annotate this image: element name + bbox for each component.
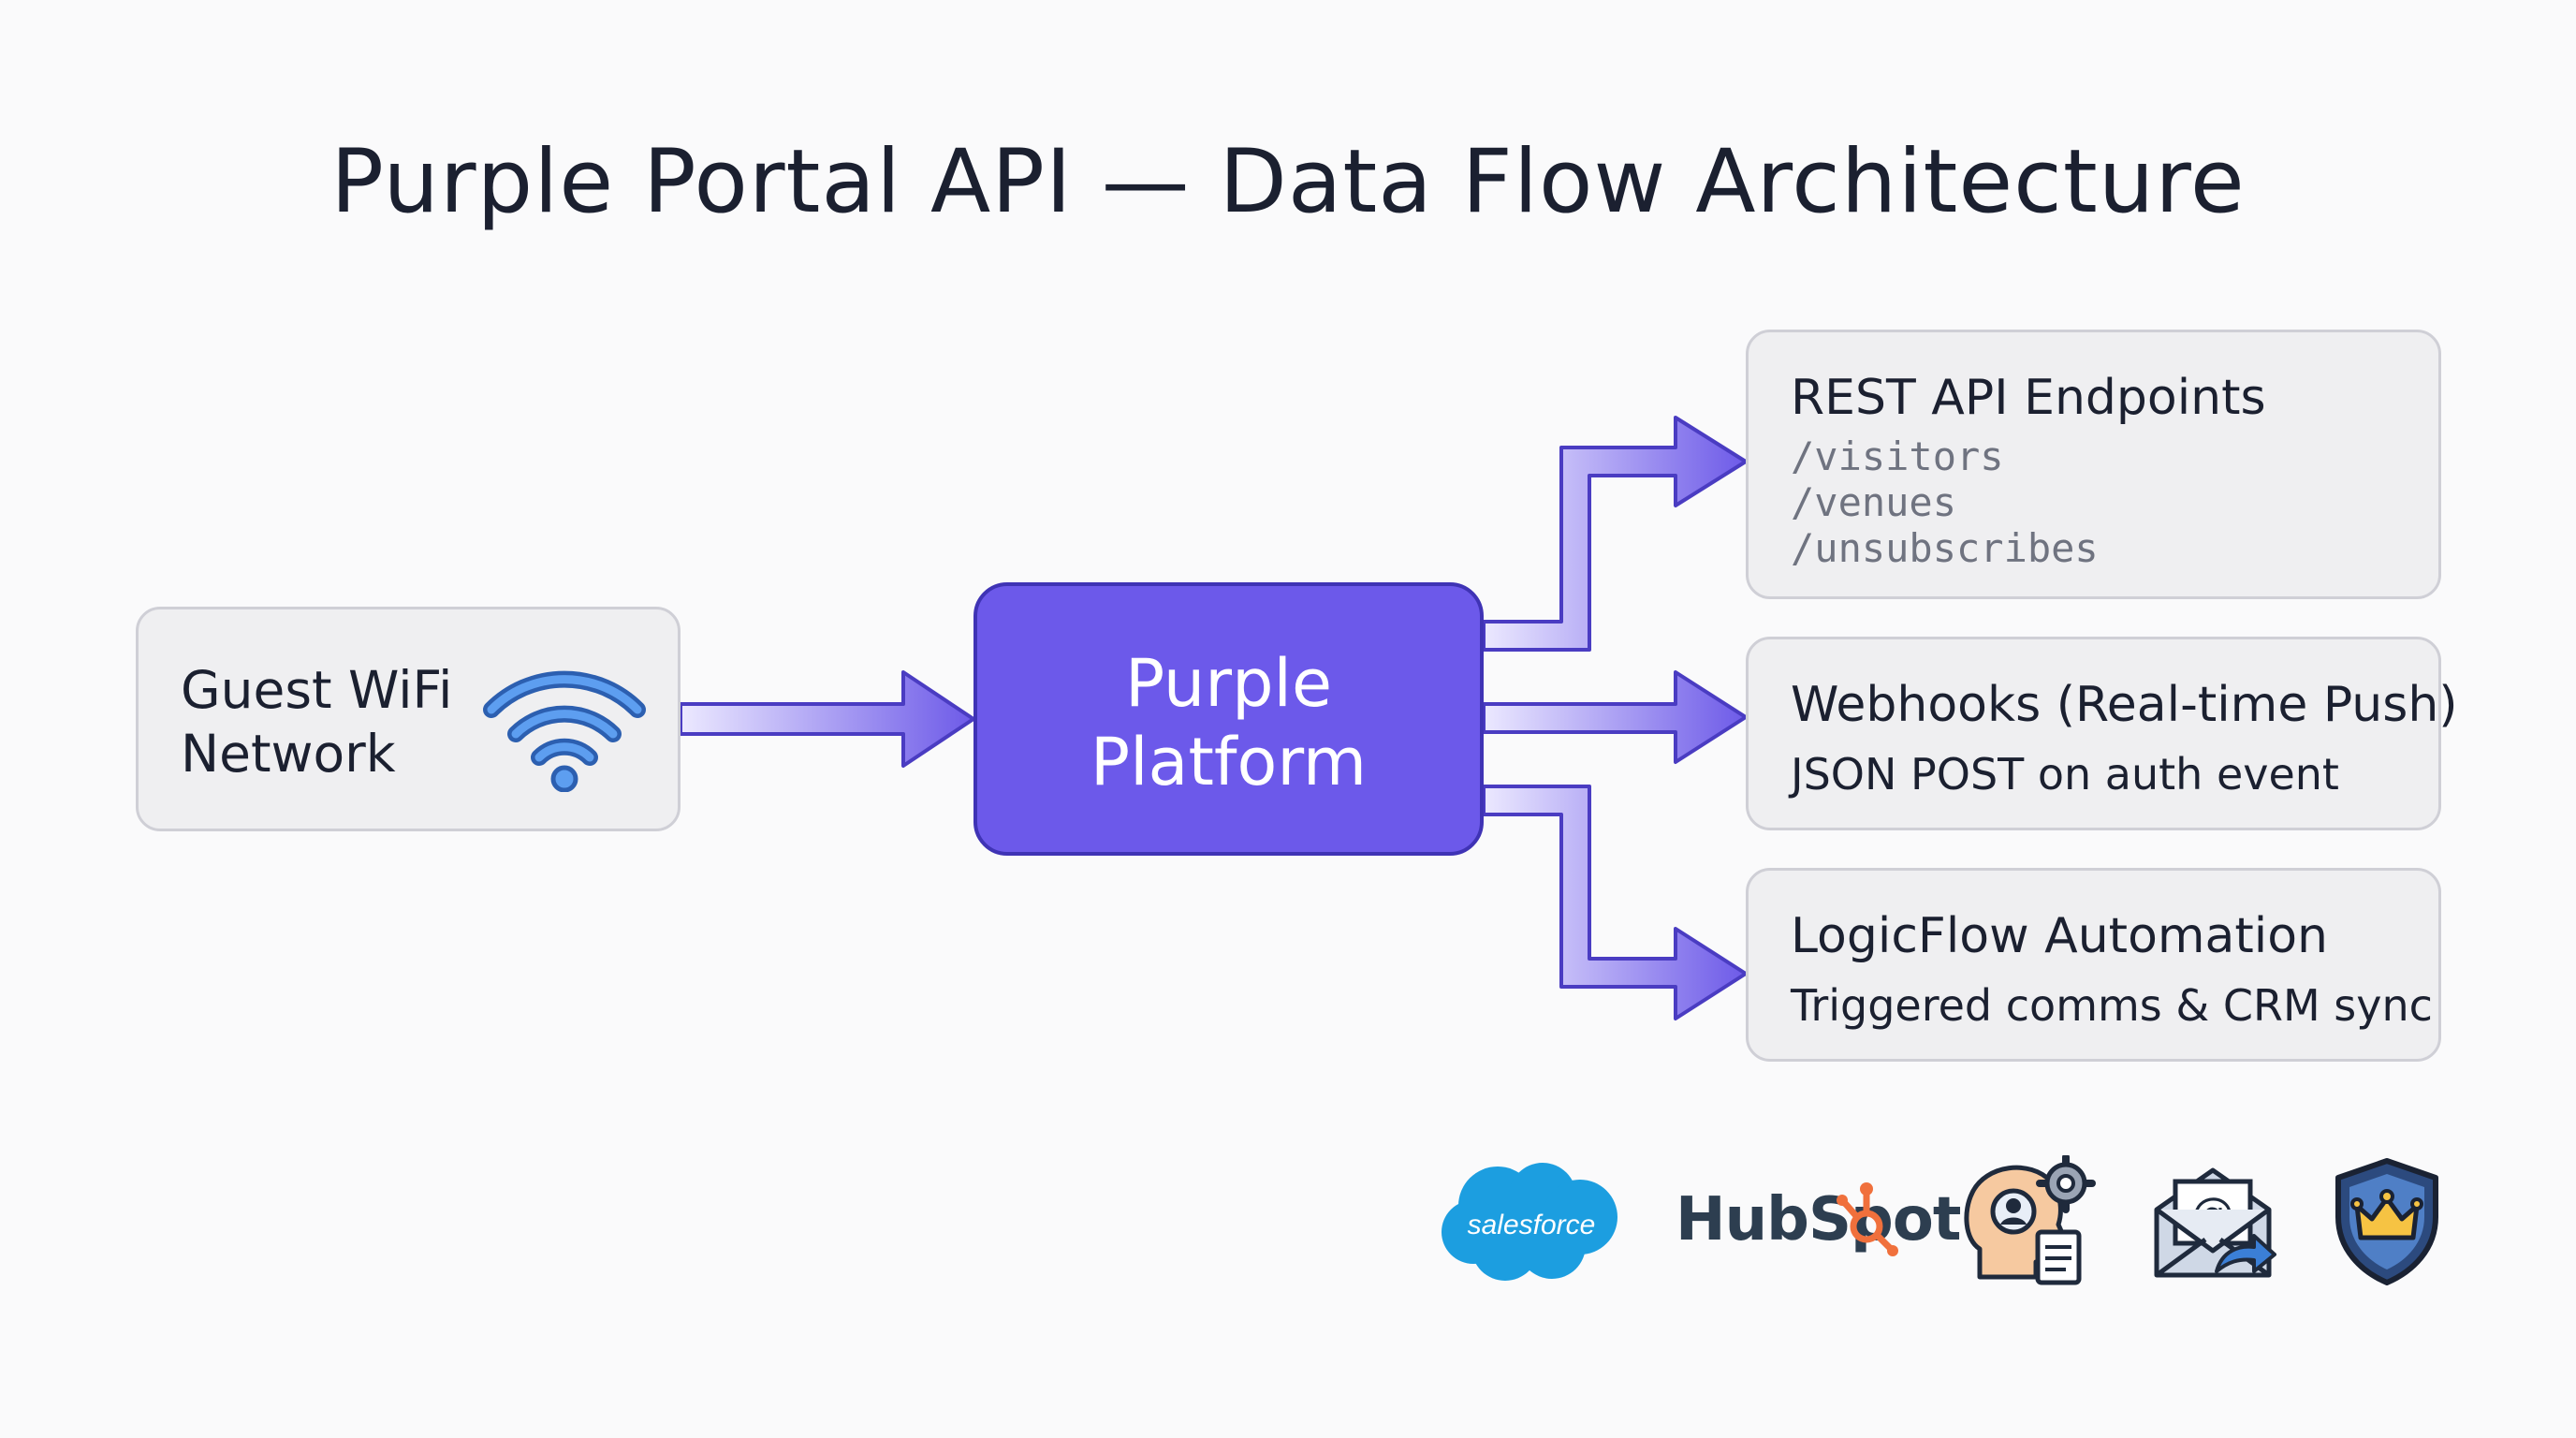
webhooks-node: Webhooks (Real-time Push) JSON POST on a… <box>1746 637 2458 830</box>
arrow-platform-to-logicflow <box>1482 785 1748 1020</box>
page-title: Purple Portal API — Data Flow Architectu… <box>330 131 2246 233</box>
arrow-platform-to-rest <box>1482 416 1748 652</box>
arrow-platform-to-webhooks <box>1482 670 1748 764</box>
hubspot-sprocket-icon <box>1837 1182 1898 1256</box>
endpoint-list: /visitors /venues /unsubscribes <box>1791 433 2099 571</box>
hubspot-text: HubSpot <box>1676 1185 1961 1255</box>
guest-wifi-label: Guest WiFi Network <box>181 658 452 785</box>
endpoint-unsubscribes: /unsubscribes <box>1791 525 2099 571</box>
platform-label-line1: Purple <box>1124 645 1333 722</box>
webhooks-title: Webhooks (Real-time Push) <box>1791 677 2458 733</box>
wifi-icon <box>483 670 646 792</box>
rest-api-title: REST API Endpoints <box>1791 370 2266 426</box>
platform-label-line2: Platform <box>1090 724 1368 800</box>
salesforce-cloud-icon: salesforce <box>1442 1163 1617 1281</box>
arrow-wifi-to-platform <box>679 670 975 768</box>
guest-wifi-node: Guest WiFi Network <box>136 607 681 831</box>
hubspot-logo: HubSpot <box>1676 1185 1961 1255</box>
rest-api-node: REST API Endpoints /visitors /venues /un… <box>1746 330 2441 599</box>
endpoint-venues: /venues <box>1791 479 1957 525</box>
shield-crown-icon <box>2335 1158 2438 1285</box>
logicflow-title: LogicFlow Automation <box>1791 908 2329 964</box>
logicflow-subtitle: Triggered comms & CRM sync <box>1791 980 2433 1031</box>
endpoint-visitors: /visitors <box>1791 433 2004 479</box>
user-profile-gear-icon <box>1964 1155 2096 1285</box>
salesforce-text: salesforce <box>1468 1210 1596 1240</box>
guest-wifi-label-line2: Network <box>181 724 396 784</box>
webhooks-subtitle: JSON POST on auth event <box>1791 749 2339 800</box>
purple-platform-node: Purple Platform <box>973 582 1484 856</box>
logicflow-node: LogicFlow Automation Triggered comms & C… <box>1746 868 2441 1062</box>
email-envelope-icon: @ <box>2154 1167 2276 1278</box>
guest-wifi-label-line1: Guest WiFi <box>181 660 453 720</box>
